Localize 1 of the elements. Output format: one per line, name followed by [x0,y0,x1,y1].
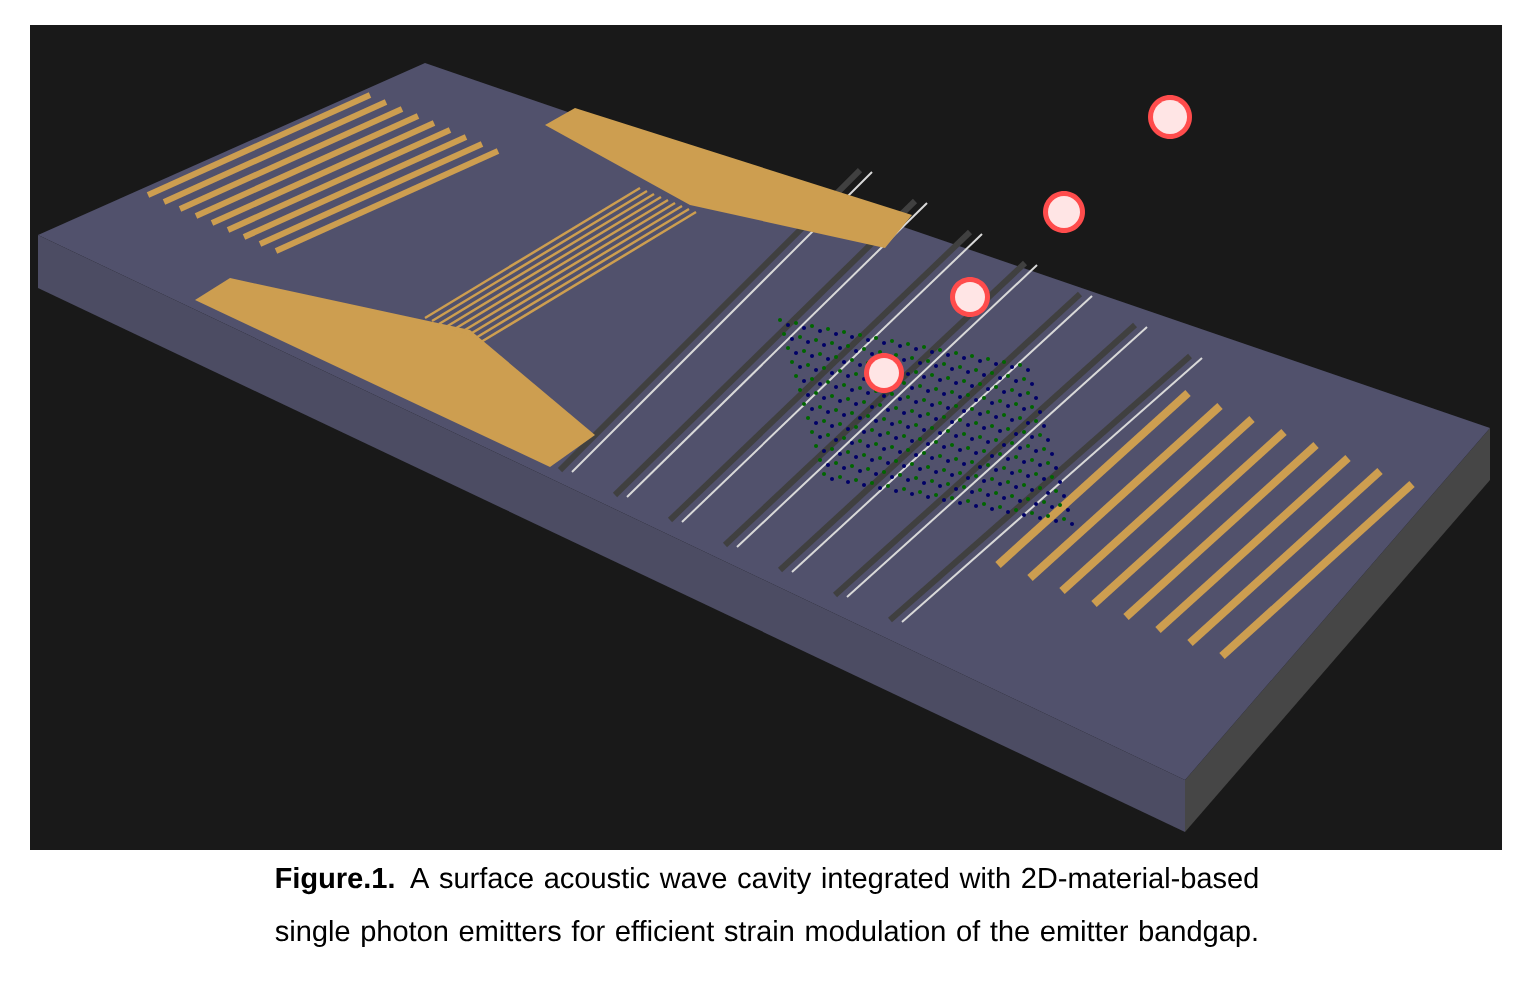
figure-caption: Figure.1. A surface acoustic wave cavity integrated with 2D-material-based single photon emitters for efficient strain modulation of the emitter bandgap. [275,867,1258,948]
